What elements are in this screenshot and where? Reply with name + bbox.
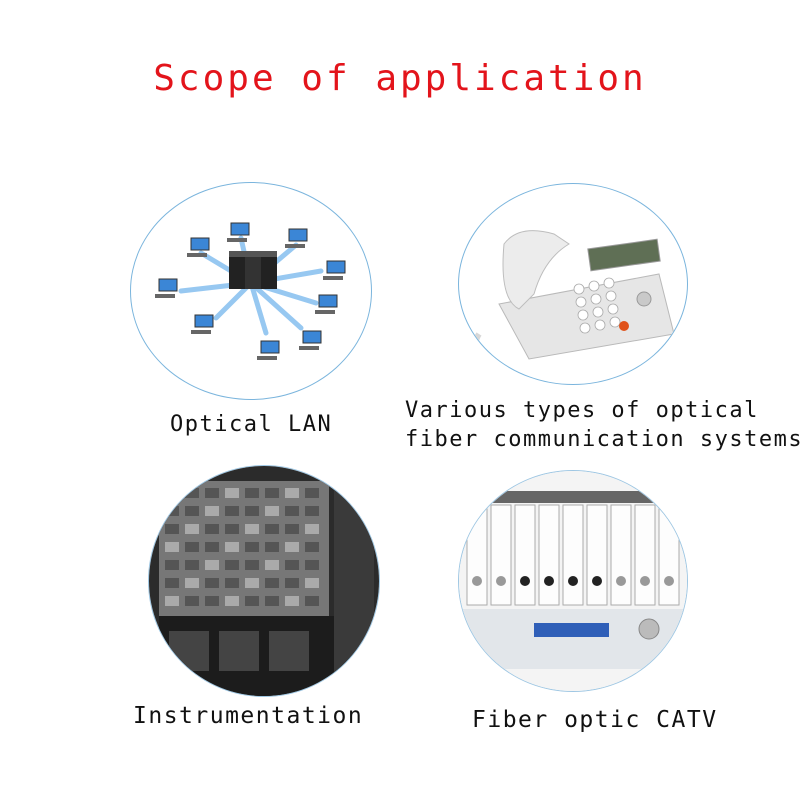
rack-port [265,488,279,498]
rack-port [205,542,219,552]
rack-port [225,524,239,534]
card-connector [640,576,650,586]
rack-port [225,542,239,552]
rack-port [205,506,219,516]
rack-port [205,578,219,588]
rack-port [165,524,179,534]
rack-port [225,488,239,498]
optical-lan-caption: Optical LAN [170,412,333,437]
page-title: Scope of application [153,58,647,99]
rack-port [265,506,279,516]
chassis-card [490,504,512,606]
rack-port [305,506,319,516]
rack-port [165,560,179,570]
rack-port [205,560,219,570]
rack-port [165,506,179,516]
rack-port [185,542,199,552]
optical-lan-image [130,182,372,400]
rack-port [245,506,259,516]
rack-port [305,596,319,606]
rack-port [185,506,199,516]
rack-port [245,488,259,498]
rack-port [205,524,219,534]
chassis-card [466,504,488,606]
rack-port [185,560,199,570]
chassis-card [658,504,680,606]
rack-port [245,560,259,570]
rack-port [285,560,299,570]
various-types-caption-line-2: fiber communication systems [405,427,800,452]
rack-port [305,560,319,570]
card-connector [568,576,578,586]
card-connector [664,576,674,586]
card-connector [472,576,482,586]
rack-port [245,542,259,552]
rack-port [225,506,239,516]
rack-port [265,596,279,606]
card-connector [496,576,506,586]
rack-port [285,596,299,606]
catv-chassis-image [458,470,688,692]
rack-port [265,578,279,588]
rack-port [185,524,199,534]
rack-port [245,578,259,588]
rack-port [245,596,259,606]
rack-port [185,488,199,498]
rack-port [205,596,219,606]
rack-port [305,542,319,552]
rack-port [165,488,179,498]
rack-port [225,560,239,570]
card-connector [616,576,626,586]
rack-port [165,542,179,552]
rack-port [265,560,279,570]
rack-port [265,524,279,534]
rack-port [305,524,319,534]
chassis-card [634,504,656,606]
chassis-card [562,504,584,606]
card-connector [544,576,554,586]
card-connector [592,576,602,586]
rack-port [285,506,299,516]
card-connector [520,576,530,586]
rack-port [225,578,239,588]
equipment-rack-image [148,465,380,697]
rack-port [305,578,319,588]
rack-port [165,596,179,606]
rack-port [225,596,239,606]
rack-port [185,578,199,588]
rack-port [305,488,319,498]
rack-port [265,542,279,552]
various-types-caption-line-1: Various types of optical [405,398,759,423]
rack-port [165,578,179,588]
chassis-card [538,504,560,606]
rack-port [285,578,299,588]
rack-port [285,542,299,552]
rack-port [245,524,259,534]
instrumentation-caption: Instrumentation [133,703,364,729]
telephone-image [458,183,688,385]
chassis-card [610,504,632,606]
rack-port [205,488,219,498]
fiber-optic-catv-caption: Fiber optic CATV [472,707,718,733]
rack-port [285,524,299,534]
rack-port [285,488,299,498]
rack-port [185,596,199,606]
chassis-card [586,504,608,606]
chassis-card [514,504,536,606]
